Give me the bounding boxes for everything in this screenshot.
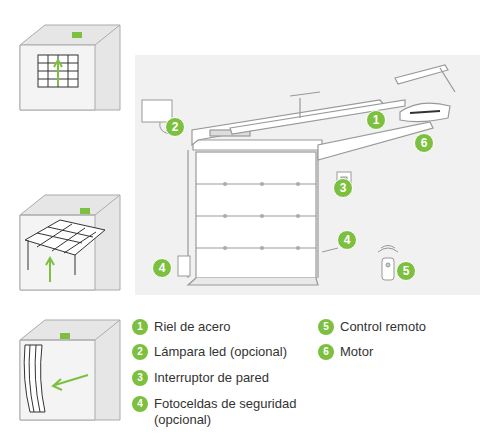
callout-text: 3: [137, 373, 143, 383]
legend-label: Interruptor de pared: [154, 370, 269, 386]
motor: [400, 103, 450, 122]
callout-text: 4: [159, 262, 166, 274]
callout-text: 2: [137, 347, 143, 357]
door-hinges: [223, 182, 300, 250]
garage-door: [188, 140, 322, 285]
callout-number: 2: [165, 117, 185, 137]
safety-sensors: [178, 248, 338, 276]
callout-text: 3: [340, 182, 347, 194]
legend-label: Fotoceldas de seguridad (opcional): [154, 396, 314, 428]
callout-number: 1: [132, 319, 148, 335]
callout-number: 6: [318, 344, 334, 360]
door-tracks: [192, 100, 433, 160]
callout-text: 5: [403, 265, 410, 277]
legend-label: Riel de acero: [154, 319, 231, 335]
callout-number: 6: [414, 133, 434, 153]
callout-text: 2: [172, 121, 179, 133]
callout-number: 3: [333, 178, 353, 198]
callout-number: 5: [318, 319, 334, 335]
callout-number: 4: [152, 258, 172, 278]
remote-control: [378, 246, 398, 281]
callout-number: 4: [132, 396, 148, 412]
garage-icon-side: [20, 320, 120, 420]
steel-rail: [230, 65, 455, 134]
callout-text: 4: [344, 234, 351, 246]
callout-text: 5: [323, 322, 329, 332]
callout-text: 1: [373, 114, 380, 126]
callout-number: 5: [396, 261, 416, 281]
callout-text: 1: [137, 322, 143, 332]
legend-label: Control remoto: [340, 319, 426, 335]
callout-number: 3: [132, 370, 148, 386]
callout-number: 1: [366, 110, 386, 130]
garage-icon-sectional: [20, 25, 120, 110]
legend-label: Motor: [340, 344, 373, 360]
callout-number: 4: [337, 230, 357, 250]
garage-icon-tilt: [20, 195, 120, 290]
background-panel: [135, 55, 480, 295]
callout-text: 6: [421, 137, 428, 149]
callout-number: 2: [132, 344, 148, 360]
callout-text: 6: [323, 347, 329, 357]
legend-label: Lámpara led (opcional): [154, 344, 287, 360]
callout-text: 4: [137, 399, 143, 409]
